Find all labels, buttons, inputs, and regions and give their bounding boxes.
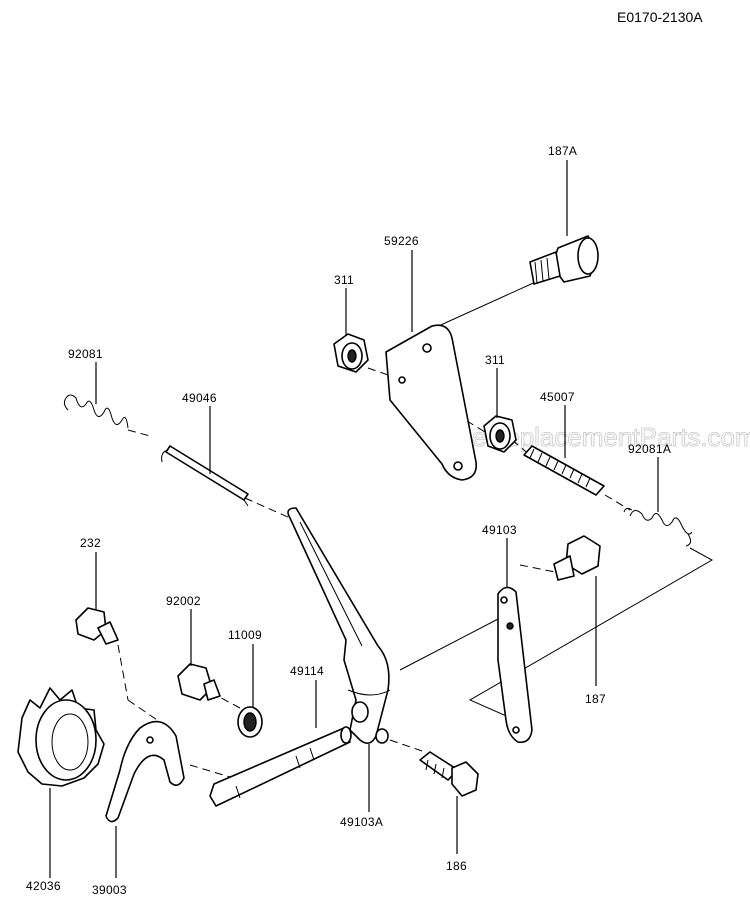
lever-arm	[287, 507, 391, 744]
label-11009: 11009	[228, 628, 262, 642]
assembly-lines	[117, 367, 714, 781]
label-45007: 45007	[540, 390, 575, 404]
diagram-code: E0170-2130A	[617, 9, 703, 25]
rod-45007	[523, 445, 605, 496]
label-92081: 92081	[68, 347, 103, 361]
label-186: 186	[446, 859, 467, 873]
label-232: 232	[80, 536, 101, 550]
label-92002: 92002	[166, 594, 201, 608]
label-49103: 49103	[482, 523, 517, 537]
label-49114: 49114	[290, 664, 324, 678]
label-311-left: 311	[334, 273, 354, 287]
washer-11009	[237, 706, 263, 738]
bracket-59226	[385, 324, 478, 481]
label-49046: 49046	[182, 391, 217, 405]
nut-92002	[177, 663, 221, 701]
bolt-187A	[411, 235, 599, 339]
leader-lines	[49, 160, 659, 878]
shaft-49114	[209, 726, 352, 807]
bolt-232	[75, 607, 119, 645]
label-92081A: 92081A	[628, 442, 671, 456]
nut-311-right	[483, 415, 517, 453]
part-labels: 187A 59226 311 311 45007 92081 49046 920…	[26, 144, 671, 897]
label-187: 187	[585, 692, 606, 706]
plate-49103	[497, 586, 533, 744]
label-311-right: 311	[485, 353, 505, 367]
label-42036: 42036	[26, 879, 61, 893]
label-59226: 59226	[384, 234, 419, 248]
label-49103A: 49103A	[340, 815, 383, 829]
gear-collar-42036	[17, 687, 105, 787]
nut-311-left	[333, 333, 369, 373]
label-187A: 187A	[548, 144, 577, 158]
spring-92081	[63, 394, 129, 429]
link-rod-49046	[161, 445, 249, 507]
bolt-186	[419, 751, 479, 797]
spring-92081A	[623, 507, 693, 547]
label-39003: 39003	[92, 883, 127, 897]
watermark-text: eReplacementParts.com	[472, 422, 750, 452]
shift-fork-39003	[105, 720, 185, 823]
bolt-187	[553, 535, 601, 581]
